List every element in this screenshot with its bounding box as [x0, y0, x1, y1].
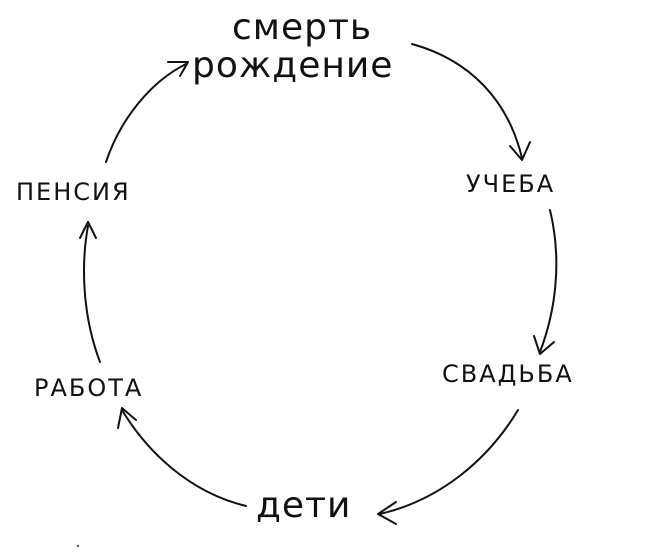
arrowhead-kids: [377, 501, 397, 525]
node-wedding: СВАДЬБА: [442, 360, 574, 388]
node-kids: дети: [256, 485, 352, 526]
node-death: смерть: [232, 7, 373, 48]
arrow-birth-to-study: [411, 43, 523, 159]
arrowhead-birth: [167, 61, 189, 77]
arrow-wedding-to-kids: [379, 409, 519, 515]
node-study: УЧЕБА: [466, 170, 556, 198]
arrowhead-pension: [79, 221, 97, 239]
arrow-pension-to-birth: [105, 63, 187, 163]
node-work: РАБОТА: [34, 374, 144, 402]
stray-ink-dot: [76, 544, 80, 548]
arrowhead-study: [509, 141, 531, 161]
arrowhead-work: [117, 407, 137, 429]
arrow-work-to-pension: [83, 225, 101, 363]
arrow-study-to-wedding: [539, 209, 558, 353]
node-birth: рождение: [192, 45, 394, 86]
arrow-kids-to-work: [121, 409, 247, 507]
arrowhead-wedding: [533, 335, 555, 355]
node-pension: ПЕНСИЯ: [16, 178, 131, 206]
